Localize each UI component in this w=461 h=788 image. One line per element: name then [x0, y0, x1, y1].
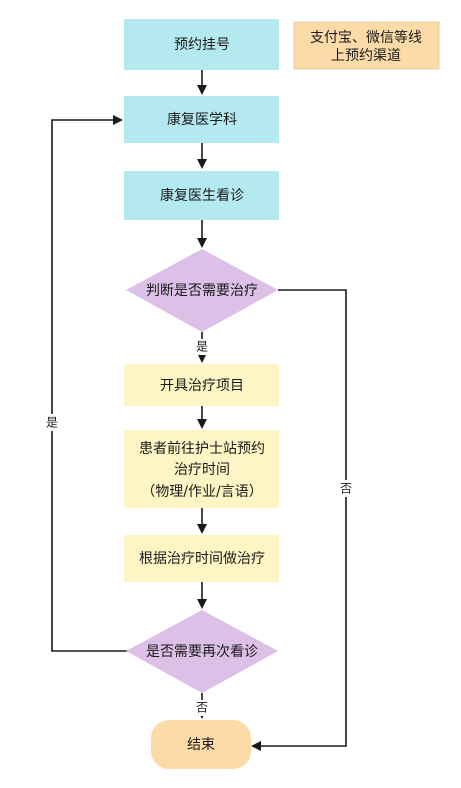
yes-down-label: 是	[196, 340, 208, 354]
end-label: 结束	[187, 737, 215, 753]
rehab-consult-box	[124, 171, 279, 220]
no-right-label: 否	[340, 482, 352, 496]
no-down-label: 否	[196, 701, 208, 715]
rehab-consult-label: 康复医生看诊	[160, 187, 244, 204]
nurse-station-box	[124, 430, 279, 508]
yes-loop-label-bg	[43, 414, 61, 431]
yes-down-label-bg	[193, 339, 211, 355]
yes-loop-label: 是	[46, 416, 58, 430]
nurse-station-line1: 患者前往护士站预约	[139, 440, 265, 457]
need-again-label: 是否需要再次看诊	[146, 644, 258, 660]
need-treatment-label: 判断是否需要治疗	[146, 283, 258, 299]
no-right-label-bg	[337, 480, 355, 497]
nurse-station-line2: 治疗时间	[174, 462, 230, 478]
appointment-box	[124, 19, 279, 70]
do-treatment-box	[124, 535, 279, 582]
nodes: 预约挂号 支付宝、微信等线 上预约渠道 康复医学科 康复医生看诊 判断是否需要治…	[124, 19, 440, 769]
prescribe-box	[124, 364, 279, 406]
edge-labels: 是 是 否 否	[43, 339, 355, 716]
channels-note-line2: 上预约渠道	[331, 48, 401, 64]
arrow-yes-loop-to-dept	[51, 115, 128, 652]
nurse-station-line3: （物理/作业/言语）	[141, 484, 262, 500]
arrow-no-to-end	[251, 289, 347, 751]
end-box	[151, 720, 251, 769]
need-treatment-diamond	[126, 249, 278, 332]
prescribe-label: 开具治疗项目	[160, 378, 244, 394]
do-treatment-label: 根据治疗时间做治疗	[139, 551, 265, 567]
channels-note-line1: 支付宝、微信等线	[310, 29, 422, 46]
rehab-dept-box	[124, 96, 279, 143]
connectors	[51, 70, 347, 751]
no-down-label-bg	[193, 700, 211, 716]
channels-note-box	[293, 21, 440, 70]
appointment-label: 预约挂号	[174, 37, 230, 53]
need-again-diamond	[126, 610, 278, 693]
rehab-dept-label: 康复医学科	[167, 111, 237, 128]
